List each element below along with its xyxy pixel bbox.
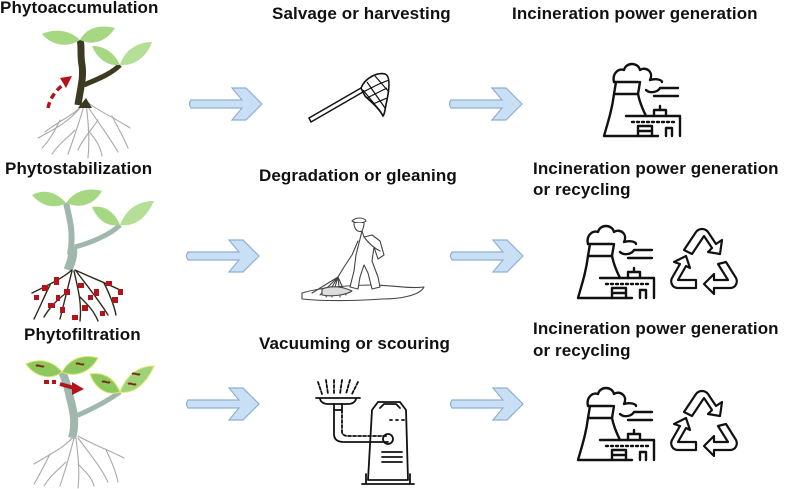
flow-arrow-icon — [185, 238, 261, 274]
disposal-label-incineration: Incineration power generation — [512, 4, 758, 23]
recycle-icon — [666, 226, 742, 298]
power-plant-icon — [576, 222, 656, 300]
method-label-phytoaccumulation: Phytoaccumulation — [0, 0, 159, 17]
method-label-phytostabilization: Phytostabilization — [5, 159, 153, 178]
treatment-label-vacuuming: Vacuuming or scouring — [259, 334, 451, 353]
flow-arrow-icon — [188, 86, 264, 122]
method-label-phytofiltration: Phytofiltration — [24, 325, 141, 344]
flow-arrow-icon — [449, 238, 525, 274]
flow-arrow-icon — [185, 386, 261, 422]
disposal-label-recycling: or recycling — [533, 341, 631, 360]
treatment-label-salvage: Salvage or harvesting — [272, 4, 451, 23]
recycle-icon — [666, 388, 742, 460]
person-raking-icon — [292, 215, 428, 307]
flow-arrow-icon — [448, 86, 524, 122]
flow-arrow-icon — [449, 386, 525, 422]
treatment-label-degradation: Degradation or gleaning — [259, 166, 457, 185]
plant-phytostabilization-icon — [20, 185, 154, 325]
butterfly-net-icon — [305, 68, 405, 124]
plant-phytoaccumulation-icon — [20, 20, 152, 160]
disposal-label-incineration: Incineration power generation — [533, 319, 779, 338]
power-plant-icon — [602, 60, 682, 138]
power-plant-icon — [576, 384, 656, 462]
disposal-label-recycling: or recycling — [533, 180, 631, 199]
vacuum-cleaner-icon — [312, 379, 415, 485]
plant-phytofiltration-icon — [20, 352, 155, 489]
disposal-label-incineration: Incineration power generation — [533, 159, 779, 178]
